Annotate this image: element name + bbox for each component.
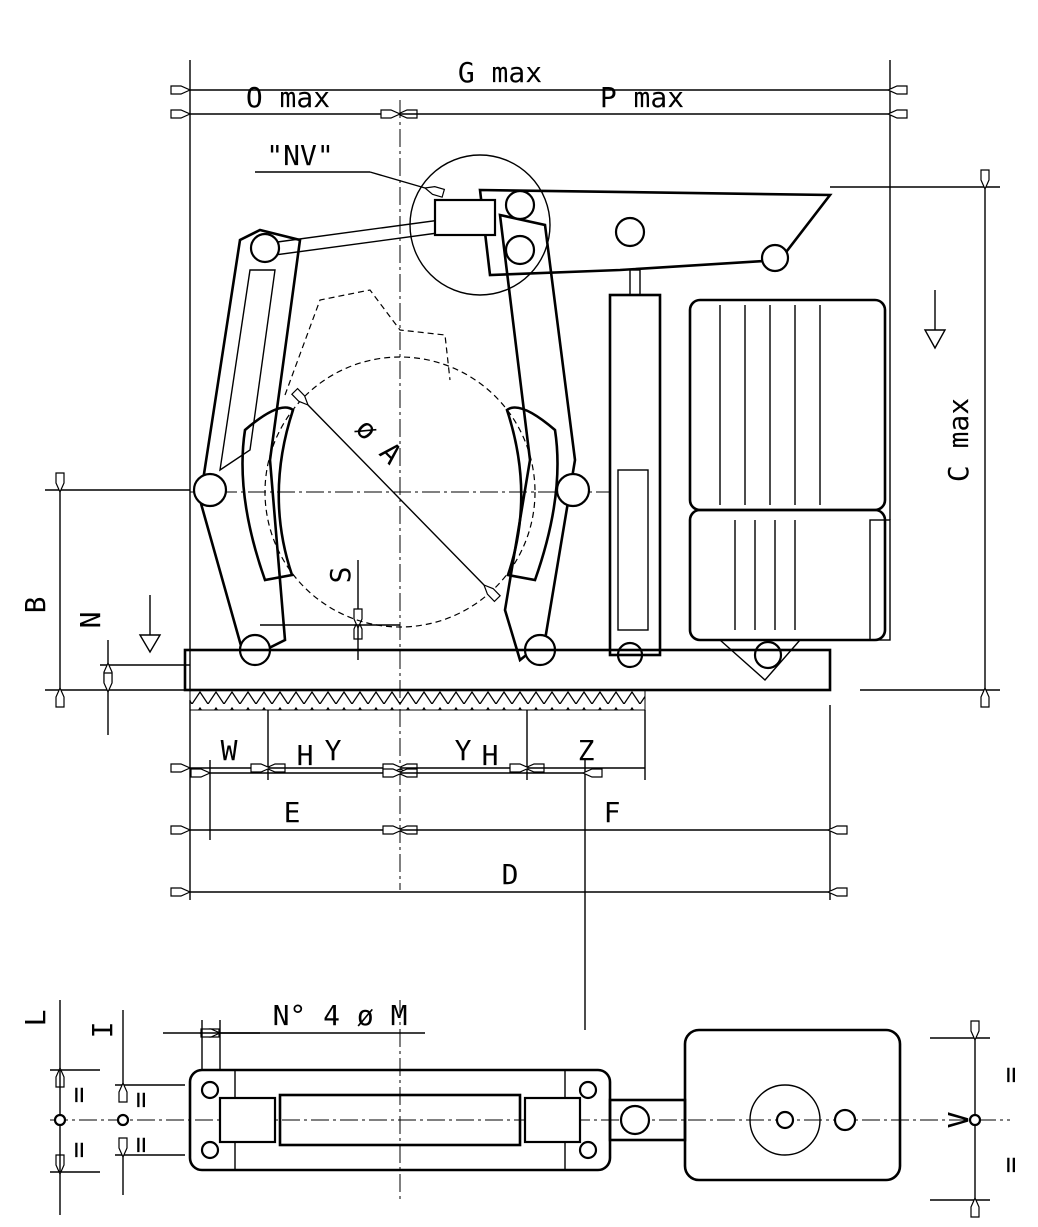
label-d: D [502,858,519,891]
label-e: E [284,796,301,829]
label-eq: = [994,1157,1027,1174]
label-phi-a: ø A [349,412,408,471]
pivot-pins [192,189,790,670]
label-l: L [19,1010,52,1027]
label-eq: = [994,1067,1027,1084]
label-y-2: Y [455,734,472,767]
label-eq: = [124,1137,157,1154]
label-p-max: P max [600,81,684,114]
brake-plan-view [50,760,1010,1215]
dimension-labels: G max O max P max "NV" C max ø A S B N W… [19,56,1027,1173]
label-v: V [942,1111,975,1128]
label-h-1: H [297,739,314,772]
label-nv: "NV" [266,139,333,172]
brake-side-view [183,154,891,711]
label-eq: = [62,1087,95,1104]
label-n: N [74,612,107,629]
dimension-lines [45,60,1000,900]
label-holes: N° 4 ø M [273,999,408,1032]
label-y-1: Y [325,734,342,767]
label-b: B [19,597,52,614]
label-o-max: O max [246,81,330,114]
label-i: I [86,1022,119,1039]
label-eq: = [62,1142,95,1159]
label-s: S [324,567,357,584]
label-h-2: H [482,739,499,772]
label-eq: = [124,1092,157,1109]
label-c-max: C max [942,398,975,482]
label-f: F [604,796,621,829]
label-z: Z [578,734,595,767]
label-g-max: G max [458,56,542,89]
label-w: W [221,734,238,767]
